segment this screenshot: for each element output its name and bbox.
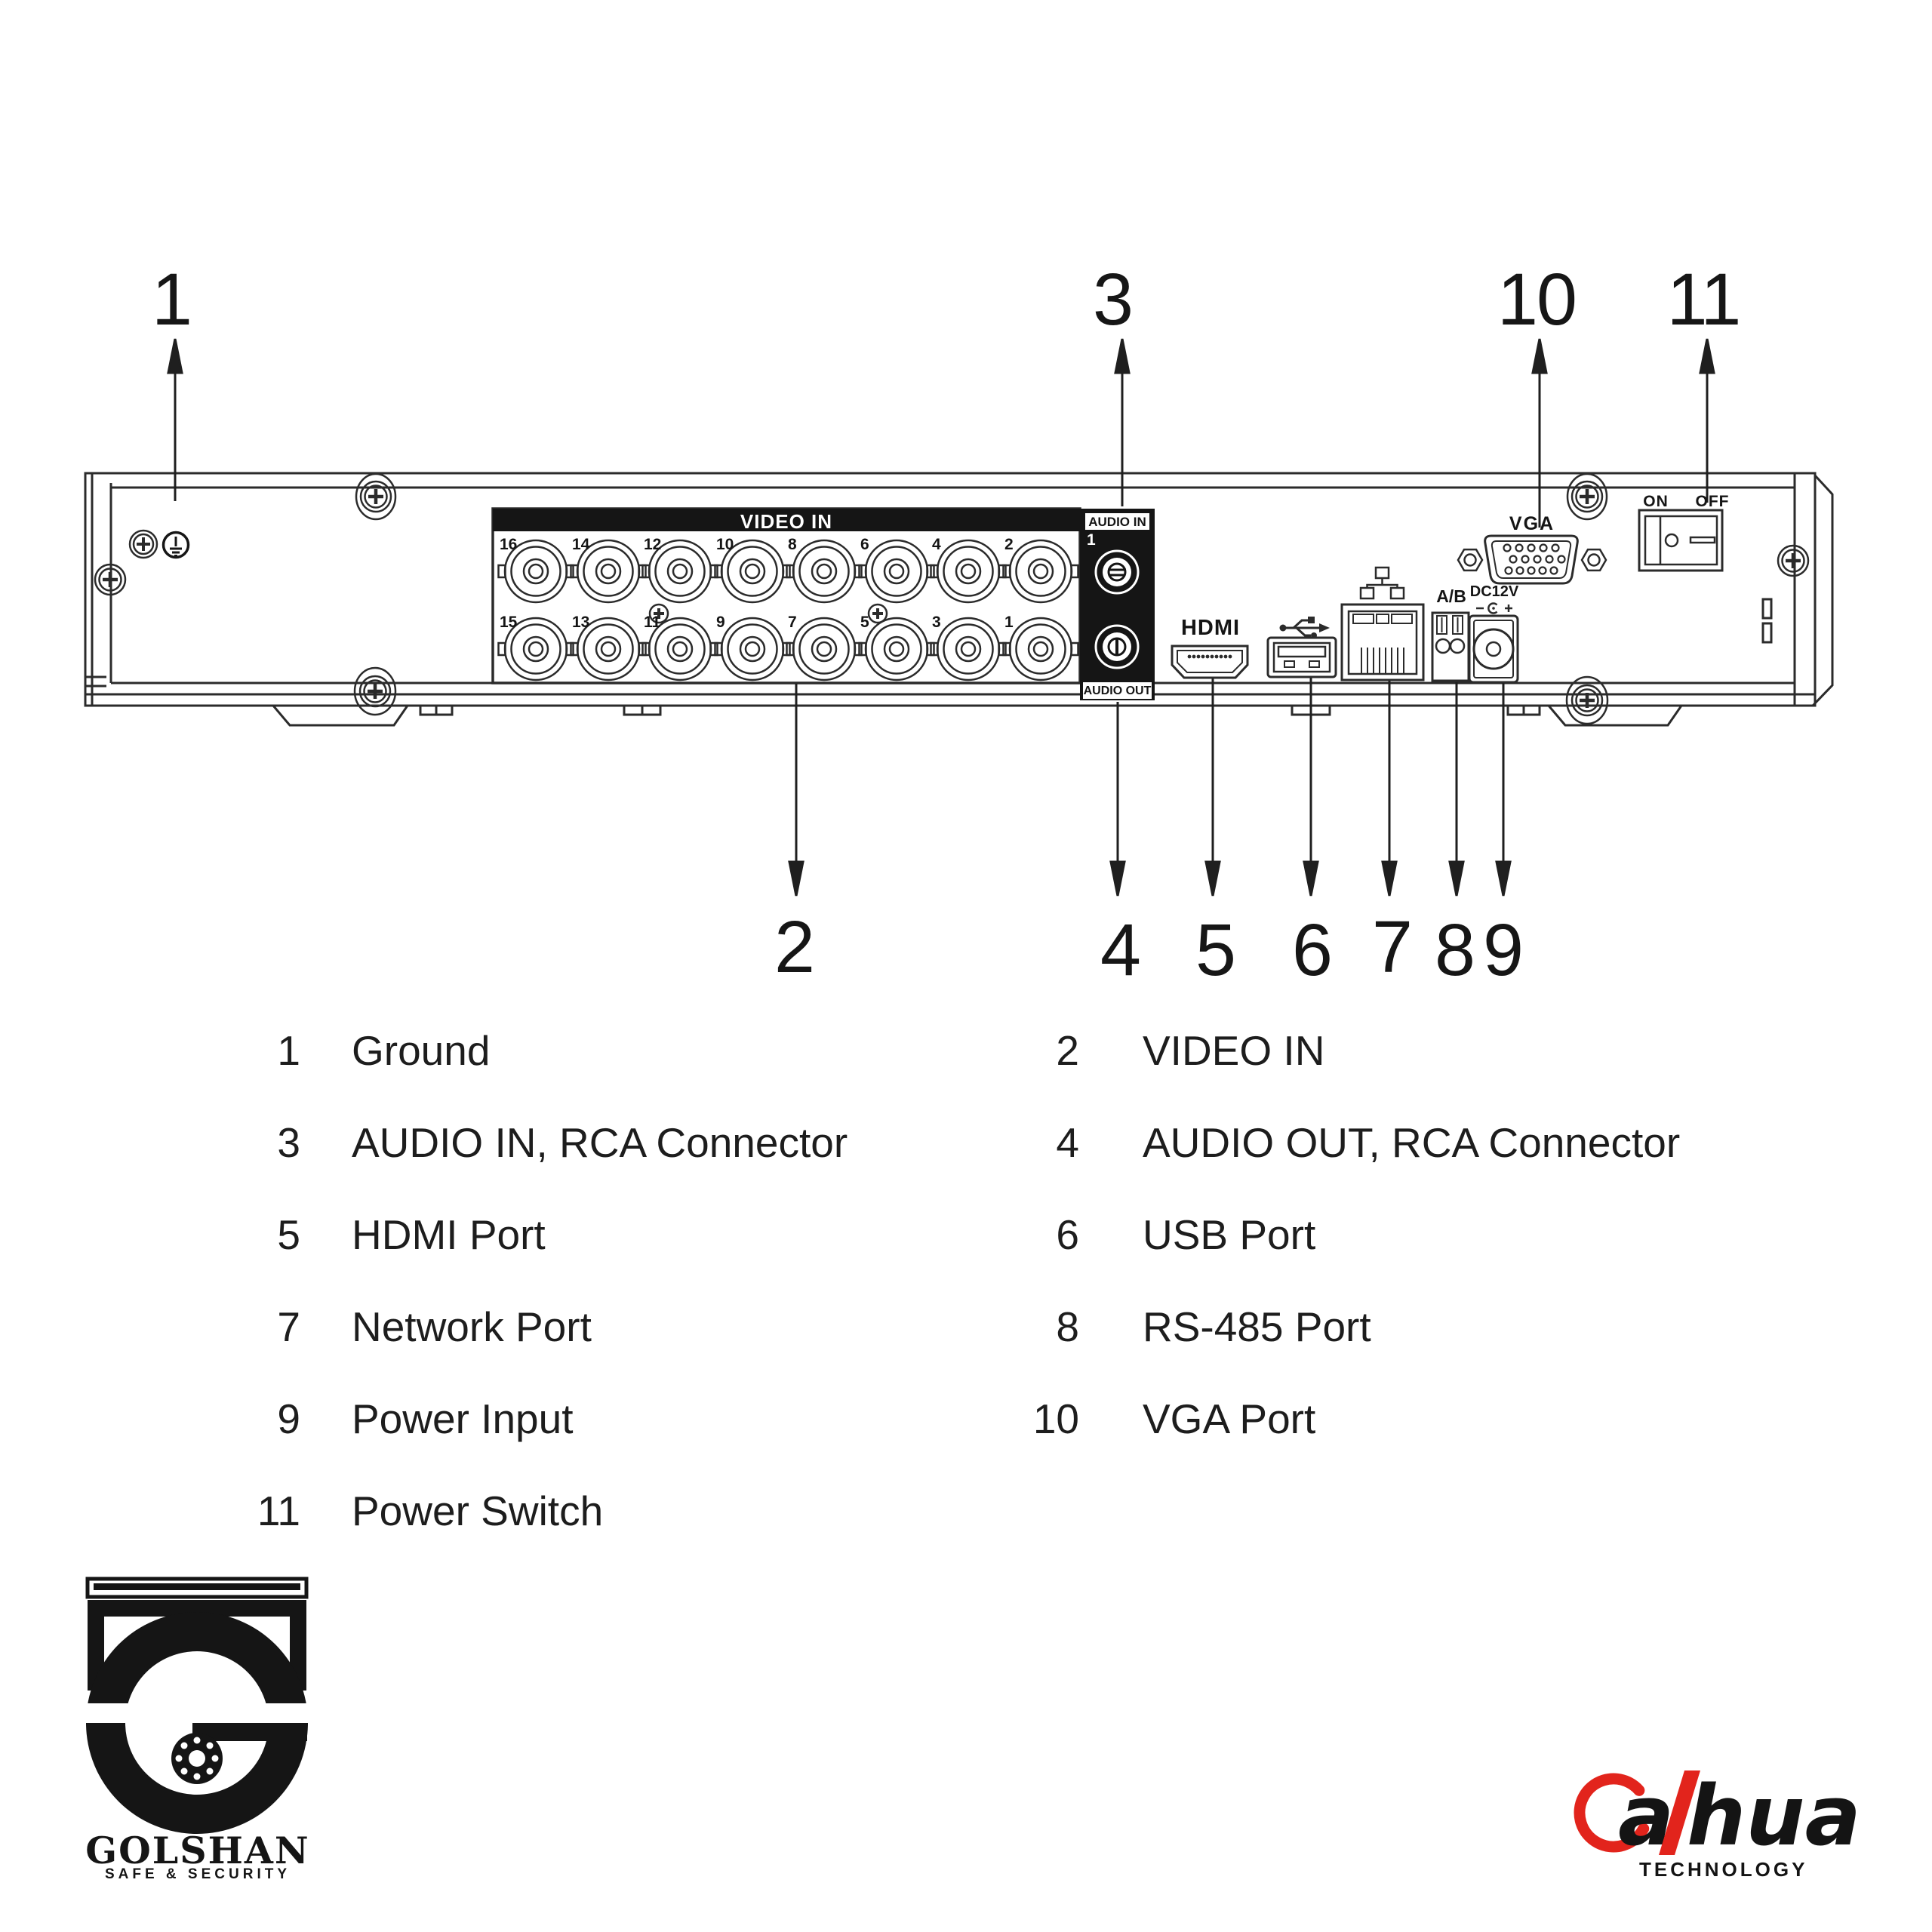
vga-label: VGA (1509, 513, 1555, 534)
callout-number-7: 7 (1372, 906, 1413, 988)
dahua-logo: a hua TECHNOLOGY (1571, 1764, 1891, 1885)
golshan-logo-wordmark: GOLSHAN (85, 1829, 310, 1872)
usb-connector (1266, 636, 1337, 678)
golshan-logo-tagline: SAFE & SECURITY (104, 1866, 291, 1882)
bnc-channel-label: 5 (860, 614, 869, 631)
golshan-logo-art (75, 1577, 311, 1834)
legend-label: AUDIO OUT, RCA Connector (1143, 1119, 1681, 1166)
legend-label: HDMI Port (352, 1211, 546, 1258)
bnc-channel-label: 11 (644, 614, 661, 631)
callout-number-5: 5 (1195, 909, 1236, 991)
chassis (84, 472, 1834, 727)
legend-label: RS-485 Port (1143, 1303, 1371, 1350)
chassis-screws (95, 472, 1808, 725)
bnc-channel-label: 9 (716, 614, 725, 631)
callout-number-11: 11 (1666, 258, 1742, 340)
legend-label: AUDIO IN, RCA Connector (352, 1119, 848, 1166)
legend-number: 3 (277, 1119, 300, 1166)
callout-number-6: 6 (1292, 909, 1333, 991)
bnc-channel-label: 13 (572, 614, 590, 631)
bnc-channel-label: 3 (932, 614, 941, 631)
legend-number: 9 (277, 1395, 300, 1442)
hdmi-label: HDMI (1180, 616, 1241, 640)
bnc-channel-label: 6 (860, 536, 869, 553)
bnc-channel-label: 14 (572, 536, 590, 553)
legend-number: 5 (277, 1211, 300, 1258)
callout-number-9: 9 (1483, 909, 1524, 991)
callout-number-4: 4 (1100, 909, 1141, 991)
callout-number-3: 3 (1093, 258, 1134, 340)
video-in-connector-group (491, 507, 1081, 685)
audio-in-channel-label: 1 (1087, 531, 1096, 549)
legend-label: Network Port (352, 1303, 592, 1350)
audio-in-label: AUDIO IN (1084, 512, 1151, 531)
legend-number: 2 (1056, 1027, 1079, 1074)
legend-number: 1 (277, 1027, 300, 1074)
callout-number-1: 1 (152, 258, 192, 340)
legend-label: Power Input (352, 1395, 574, 1442)
network-icon (1359, 566, 1405, 600)
audio-out-label: AUDIO OUT (1081, 681, 1153, 700)
legend-number: 11 (257, 1487, 300, 1534)
video-in-header: VIDEO IN (740, 510, 833, 533)
bnc-channel-label: 1 (1004, 614, 1014, 631)
bnc-channel-label: 15 (500, 614, 518, 631)
bnc-channel-label: 2 (1004, 536, 1014, 553)
legend-number: 4 (1056, 1119, 1079, 1166)
bnc-channel-label: 8 (788, 536, 797, 553)
legend-number: 7 (277, 1303, 300, 1350)
callout-number-10: 10 (1497, 258, 1577, 340)
power-on-label: ON (1643, 493, 1669, 510)
power-off-label: OFF (1695, 493, 1730, 510)
dahua-swirl-icon (1574, 1773, 1654, 1853)
bnc-channel-label: 7 (788, 614, 797, 631)
dc-polarity-icon (1476, 602, 1512, 614)
callout-number-2: 2 (774, 906, 815, 988)
hdmi-connector (1171, 645, 1249, 679)
bnc-channel-label: 12 (644, 536, 662, 553)
dc-jack (1468, 614, 1519, 684)
usb-icon (1279, 617, 1330, 638)
bnc-channel-label: 16 (500, 536, 518, 553)
legend-label: Ground (352, 1027, 491, 1074)
dahua-slash-icon (1659, 1770, 1700, 1855)
bnc-channel-label: 4 (932, 536, 941, 553)
legend-label: VIDEO IN (1143, 1027, 1325, 1074)
vga-connector (1457, 534, 1607, 585)
dahua-tagline: TECHNOLOGY (1639, 1858, 1807, 1881)
audio-panel (1080, 509, 1155, 700)
callout-arrows (167, 338, 1715, 897)
power-switch (1638, 509, 1724, 572)
rs485-ab-label: A/B (1436, 586, 1466, 606)
network-connector (1340, 603, 1425, 681)
legend-label: Power Switch (352, 1487, 604, 1534)
legend-number: 6 (1056, 1211, 1079, 1258)
legend-number: 10 (1032, 1395, 1079, 1442)
callout-number-8: 8 (1435, 909, 1475, 991)
bnc-channel-label: 10 (716, 536, 734, 553)
legend-number: 8 (1056, 1303, 1079, 1350)
ground-icon (162, 531, 190, 559)
legend-label: USB Port (1143, 1211, 1316, 1258)
rs485-terminal (1431, 611, 1470, 682)
legend-label: VGA Port (1143, 1395, 1316, 1442)
dc12v-label: DC12V (1469, 583, 1519, 600)
dahua-logo-art: a hua TECHNOLOGY (1574, 1767, 1861, 1881)
dahua-wordmark-rest: hua (1687, 1767, 1861, 1864)
